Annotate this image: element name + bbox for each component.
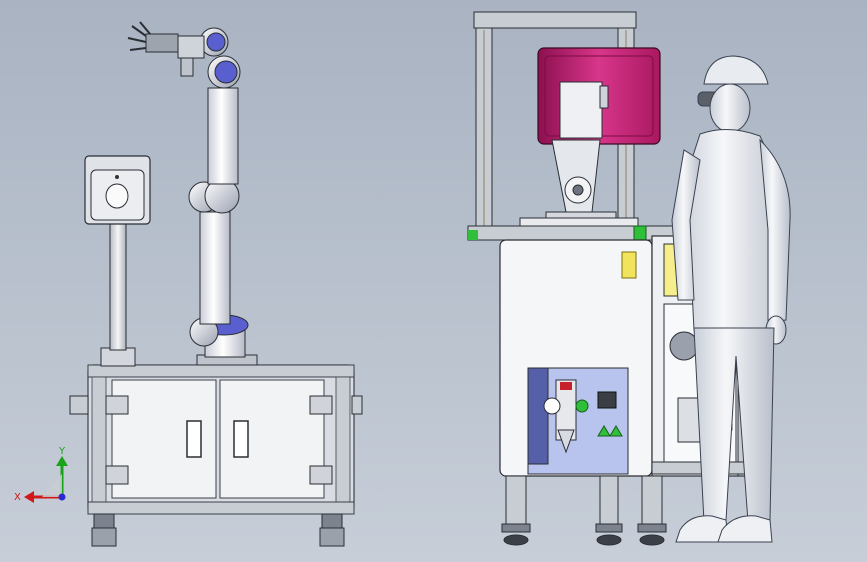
frame-green-connector-left: [468, 230, 478, 240]
camera-lens: [105, 183, 129, 209]
human-helmet: [703, 55, 769, 85]
cabinet-brackets: [105, 395, 333, 485]
cabinet-top-rail: [87, 364, 355, 378]
cabinet-side-knob-right: [351, 395, 363, 415]
test-fixture: [519, 81, 639, 231]
human-figure: [671, 55, 791, 543]
door-handle-left: [186, 420, 202, 458]
human-right-shoe: [717, 515, 773, 543]
cabinet-right-post: [335, 376, 351, 510]
triad-x-arrowhead: [24, 491, 34, 503]
workstation-legs: [501, 475, 667, 546]
regulator-red-knob: [560, 382, 572, 390]
human-head: [709, 83, 751, 133]
robot-arm: [127, 21, 258, 366]
triad-origin: [58, 493, 66, 501]
robot-flange: [177, 35, 205, 59]
cabinet-side-knob-left: [69, 395, 89, 415]
camera-indicator: [115, 175, 119, 179]
frame-top-beam: [473, 11, 637, 29]
human-torso: [679, 129, 789, 331]
cabinet-base-rail: [87, 501, 355, 515]
robot-wrist-blue-ring-2: [206, 32, 226, 52]
triad-x-label: X: [14, 492, 21, 503]
panel-display: [597, 391, 617, 409]
cooling-fan: [669, 331, 699, 361]
cabinet-casters: [91, 513, 345, 547]
pressure-gauge: [543, 397, 561, 415]
regulator-bowl: [557, 429, 575, 454]
cabinet-yellow-tag: [621, 251, 637, 279]
door-handle-right: [233, 420, 249, 458]
cabinet-left-post: [91, 376, 107, 510]
coordinate-triad: Y X: [14, 446, 68, 503]
camera-post-base: [100, 347, 136, 367]
robot-wrist-blue-ring: [214, 60, 238, 84]
indicator-lights: [597, 425, 623, 437]
robot-cabinet: [69, 364, 363, 547]
robot-tool-stem: [180, 57, 194, 77]
frame-green-connector-mid: [633, 225, 647, 241]
triad-z-wedge: [42, 474, 62, 497]
triad-y-arrowhead: [56, 456, 68, 466]
camera-post-column: [109, 221, 127, 351]
human-left-arm: [671, 149, 701, 301]
green-valve: [575, 399, 589, 413]
robot-upper-arm: [207, 87, 239, 185]
triad-y-label: Y: [58, 446, 66, 457]
robot-gripper: [127, 21, 179, 53]
robot-lower-arm: [199, 211, 231, 325]
camera-post: [84, 155, 151, 367]
panel-dark-strip: [527, 367, 549, 465]
